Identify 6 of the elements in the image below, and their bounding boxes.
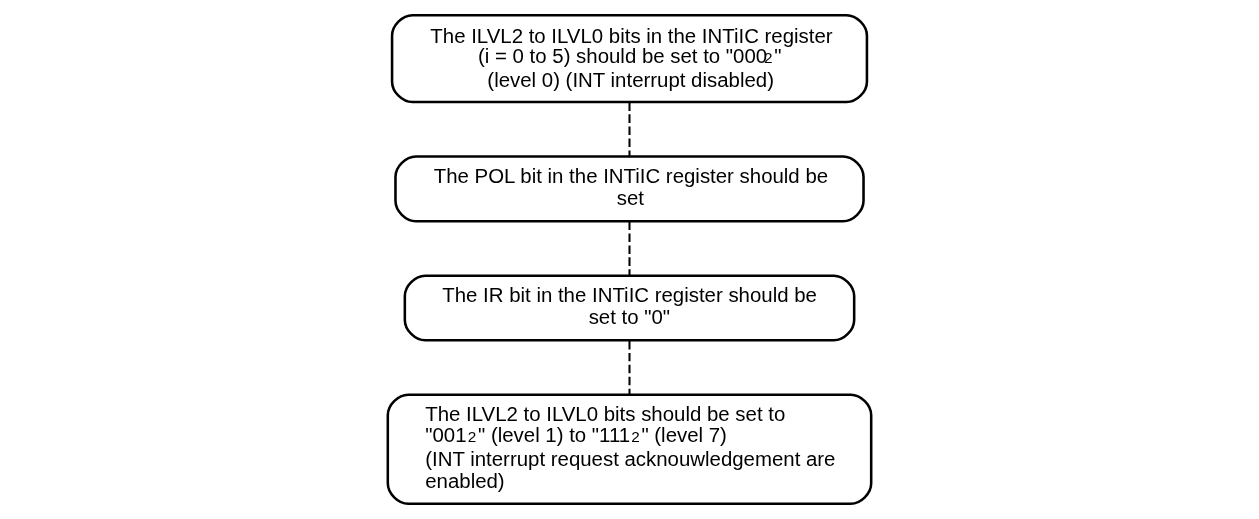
node-box: The POL bit in the INTiIC register should be set (394, 155, 865, 223)
node-box: The IR bit in the INTiIC register should be set to "0" (403, 274, 856, 342)
connector (628, 221, 631, 276)
connector (628, 341, 631, 395)
node-box: The ILVL2 to ILVL0 bits should be set to "0012" (level 1) to "1112" (level 7) (INT interrupt request acknouwledgement are enabled) (386, 393, 873, 505)
connector (628, 102, 631, 157)
